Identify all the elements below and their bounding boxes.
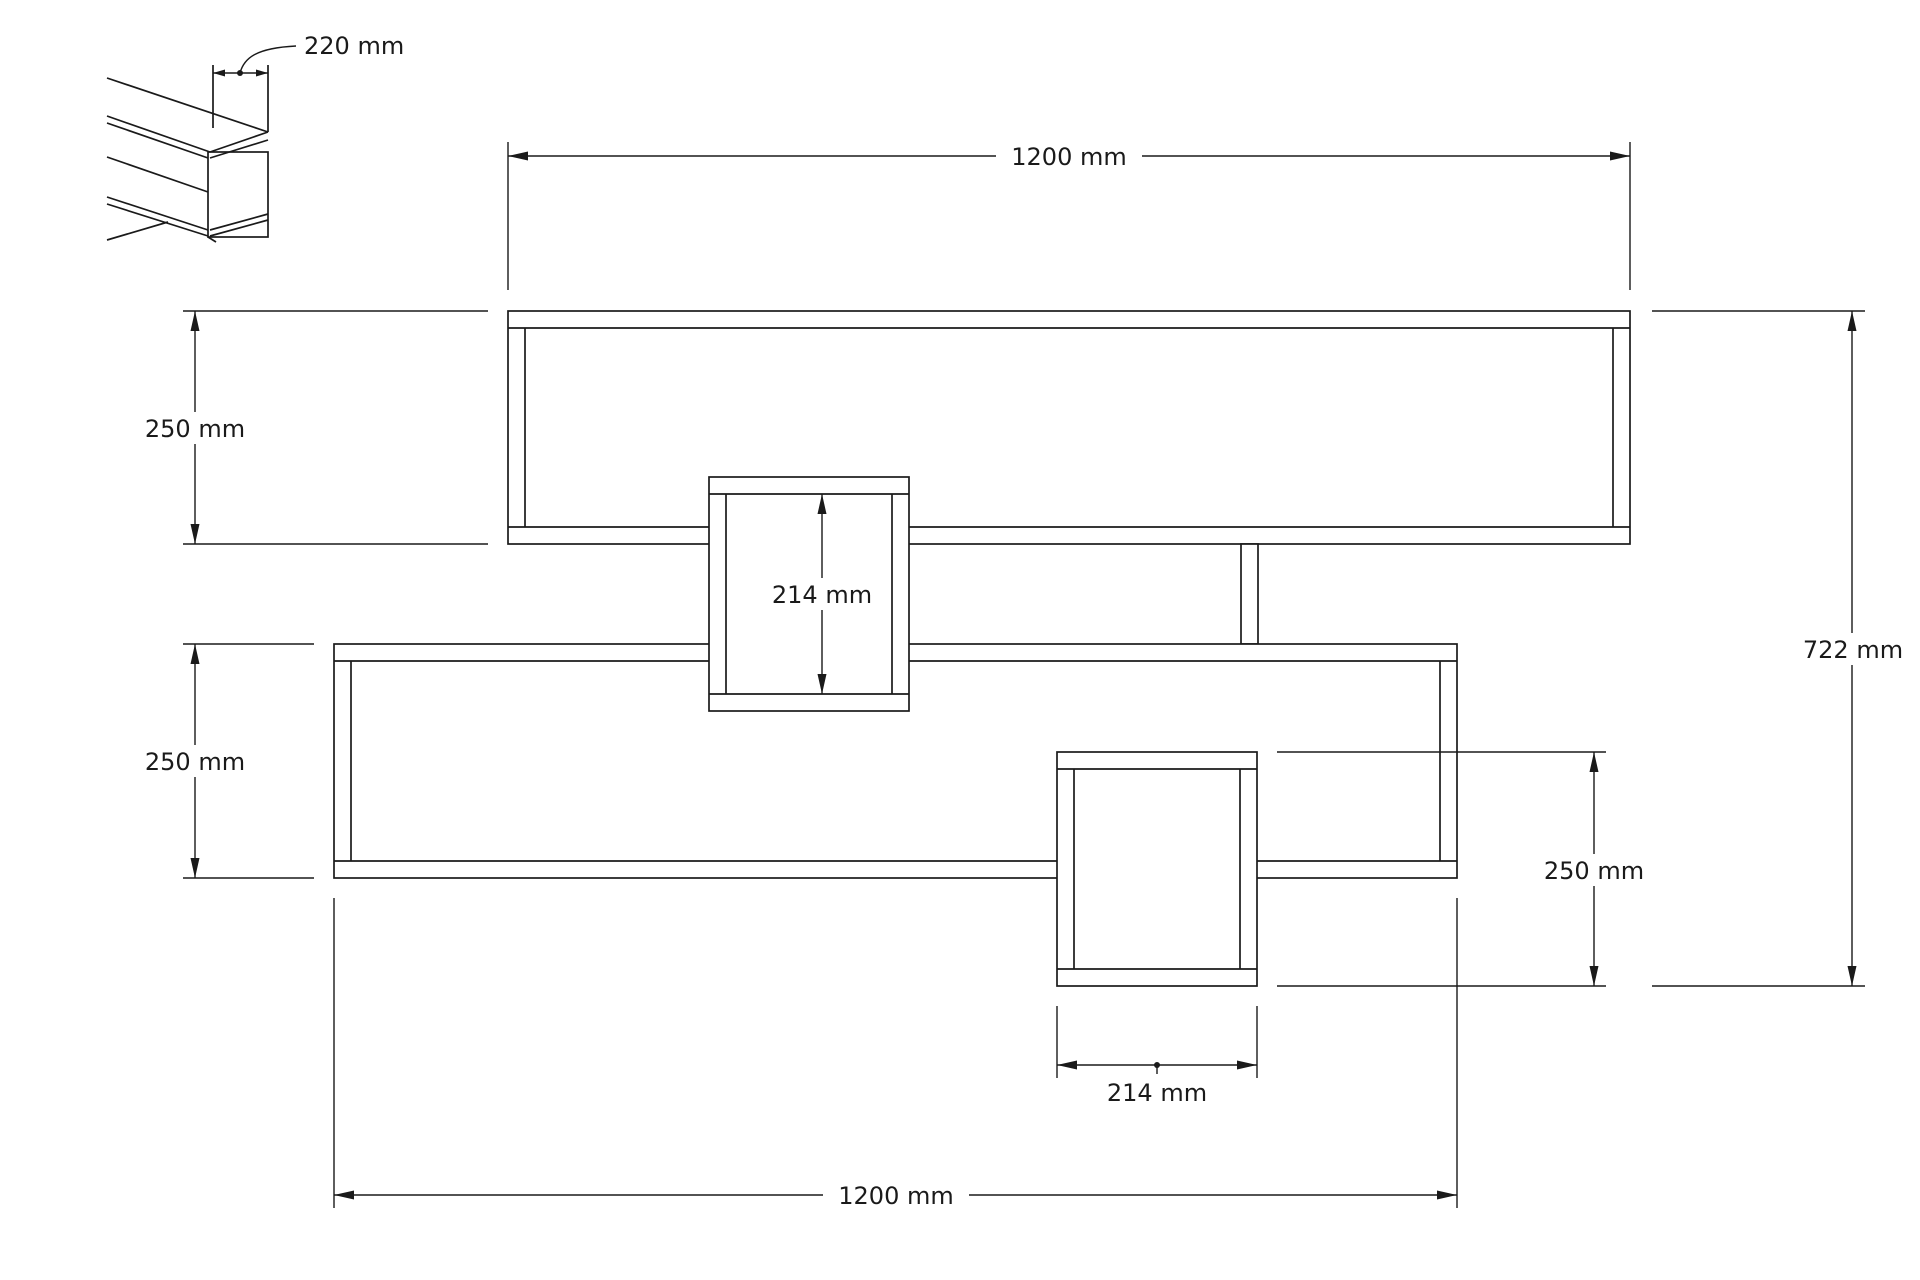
top-width-label: 1200 mm <box>1011 143 1126 171</box>
top-width-dimension: 1200 mm <box>507 140 1631 290</box>
cube-width-label: 214 mm <box>1107 1079 1207 1107</box>
lower-cube <box>1056 751 1258 987</box>
cube-inner-height-label: 214 mm <box>772 581 872 609</box>
support-post <box>1240 543 1259 645</box>
upper-long-shelf <box>507 310 1631 545</box>
depth-detail-sketch <box>106 65 269 243</box>
depth-dimension: 220 mm <box>213 32 404 77</box>
upper-shelf-height-dimension: 250 mm <box>140 310 488 545</box>
lower-shelf-height-dimension: 250 mm <box>140 643 314 879</box>
bottom-width-label: 1200 mm <box>838 1182 953 1210</box>
cube-inner-height-dimension: 214 mm <box>768 494 876 694</box>
lower-shelf-height-label: 250 mm <box>145 748 245 776</box>
total-height-label: 722 mm <box>1803 636 1903 664</box>
small-cube-height-label: 250 mm <box>1544 857 1644 885</box>
small-cube-height-dimension: 250 mm <box>1277 751 1650 987</box>
bottom-width-dimension: 1200 mm <box>333 898 1458 1211</box>
cube-width-dimension: 214 mm <box>1056 1006 1258 1107</box>
total-height-dimension: 722 mm <box>1652 310 1908 987</box>
upper-shelf-height-label: 250 mm <box>145 415 245 443</box>
depth-label: 220 mm <box>304 32 404 60</box>
